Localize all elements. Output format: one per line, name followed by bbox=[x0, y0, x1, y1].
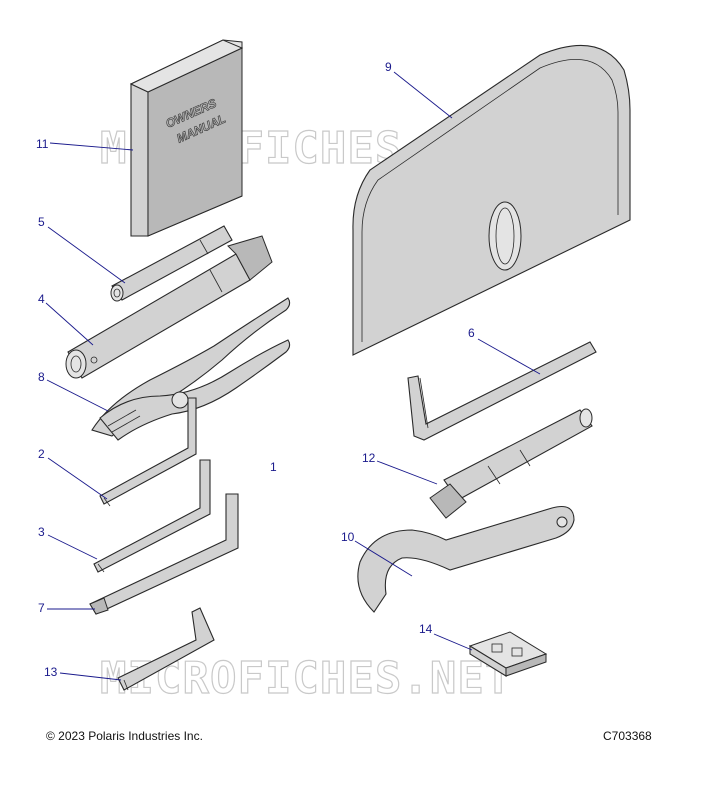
leader-5 bbox=[47, 226, 126, 284]
callout-6: 6 bbox=[468, 326, 475, 340]
leader-2 bbox=[47, 457, 108, 500]
part-9-storage-pouch bbox=[352, 44, 631, 356]
leader-14 bbox=[433, 633, 473, 651]
leader-9 bbox=[393, 71, 453, 119]
callout-1: 1 bbox=[270, 460, 277, 474]
part-11-owners-manual: OWNERS MANUAL bbox=[129, 39, 244, 237]
leader-11 bbox=[49, 142, 134, 151]
part-3-torx-driver bbox=[93, 459, 211, 573]
callout-10: 10 bbox=[341, 530, 355, 544]
part-6-hex-key bbox=[407, 341, 597, 441]
callout-8: 8 bbox=[38, 370, 45, 384]
leader-3 bbox=[47, 534, 98, 560]
callout-2: 2 bbox=[38, 447, 45, 461]
part-4-box-wrench bbox=[65, 235, 273, 379]
part-12-drive-tool bbox=[429, 408, 593, 519]
part-8-pliers bbox=[91, 297, 291, 441]
part-2-hex-driver bbox=[99, 397, 197, 507]
callout-4: 4 bbox=[38, 292, 45, 306]
callout-7: 7 bbox=[38, 601, 45, 615]
leader-13 bbox=[59, 672, 122, 681]
callout-12: 12 bbox=[362, 451, 376, 465]
diagram-code: C703368 bbox=[603, 729, 652, 743]
callout-9: 9 bbox=[385, 60, 392, 74]
callout-5: 5 bbox=[38, 215, 45, 229]
leader-6 bbox=[477, 338, 541, 375]
callout-11: 11 bbox=[36, 137, 49, 151]
part-5-socket-tube bbox=[110, 225, 233, 302]
leader-10 bbox=[354, 540, 413, 577]
leader-12 bbox=[376, 460, 438, 485]
part-10-spanner-wrench bbox=[357, 505, 575, 613]
leader-4 bbox=[45, 302, 94, 346]
part-7-l-wrench bbox=[89, 493, 239, 615]
callout-14: 14 bbox=[419, 622, 433, 636]
callout-3: 3 bbox=[38, 525, 45, 539]
copyright-text: © 2023 Polaris Industries Inc. bbox=[46, 729, 203, 743]
callout-13: 13 bbox=[44, 665, 58, 679]
part-13-small-l-wrench bbox=[117, 607, 215, 691]
leader-8 bbox=[46, 379, 109, 412]
part-14-fuse-kit bbox=[468, 631, 548, 677]
